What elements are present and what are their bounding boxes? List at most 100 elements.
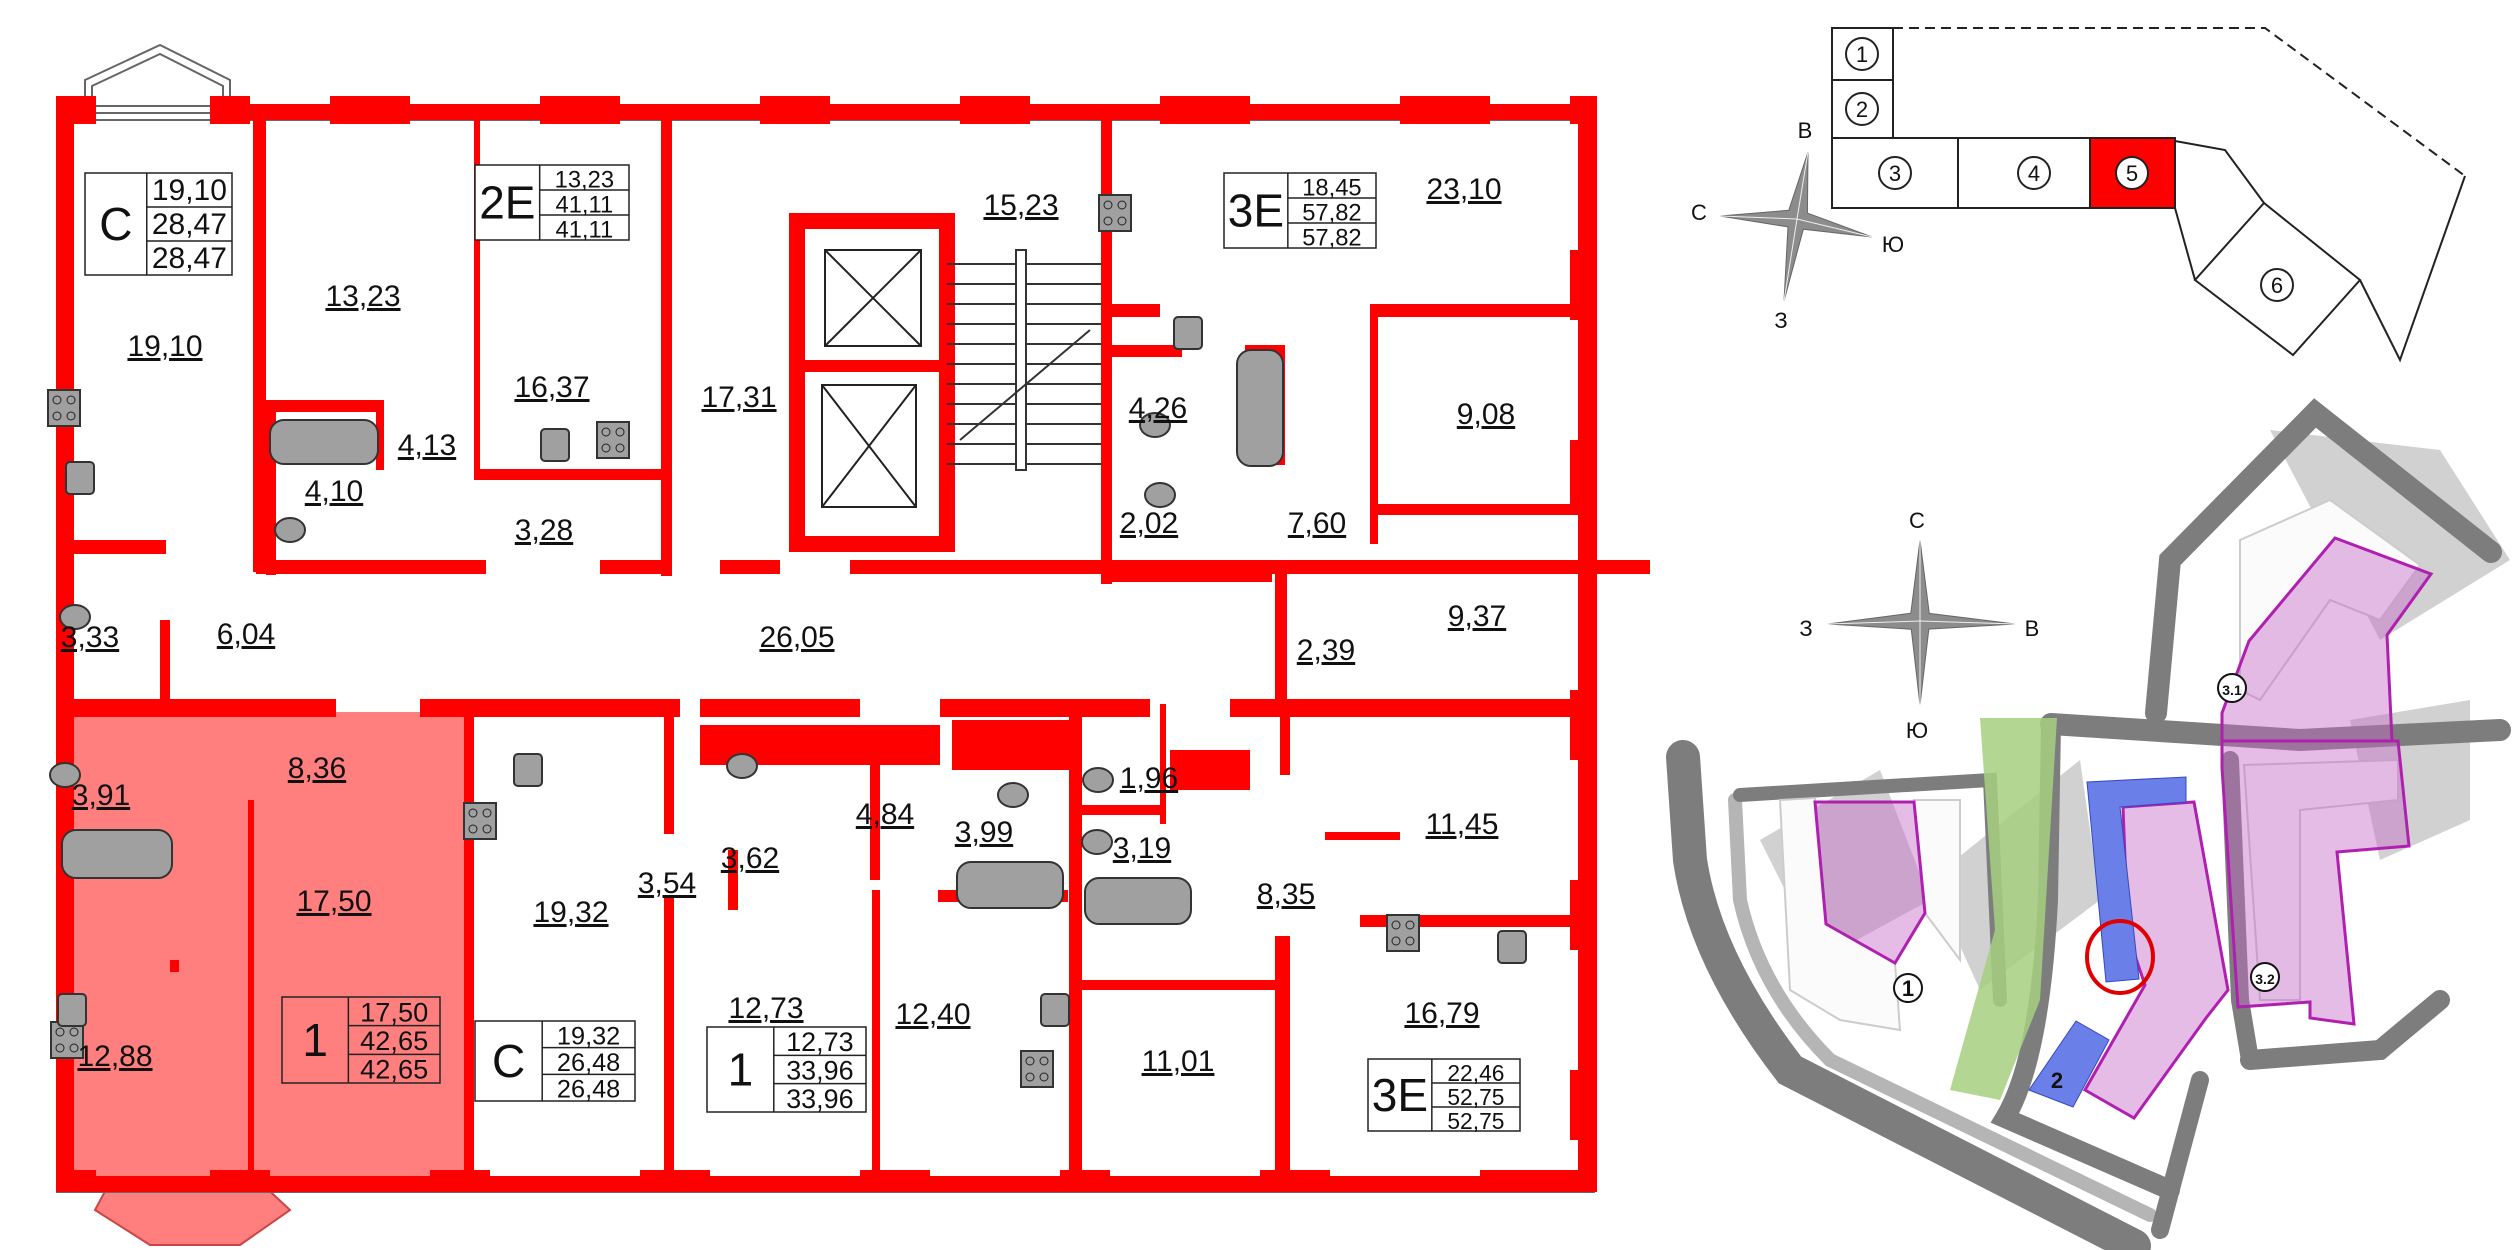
courtyards [1813,536,2434,1120]
wall-segment [1260,1170,1330,1192]
toilet-icon [59,604,91,630]
staircase [947,249,1101,471]
apartment-area-total: 42,65 [360,1025,428,1056]
section-1-label: 1 [1856,42,1868,67]
selected-apartment-highlight[interactable] [60,712,464,1246]
wall-segment [430,1170,490,1192]
room-area-label: 6,04 [217,618,275,651]
apartment-type: 1 [728,1044,754,1096]
wall-segment [1160,96,1250,124]
section-key-plan [1831,27,2466,363]
stove-icon [596,421,630,459]
room-area-label: 11,45 [1426,808,1499,841]
wall-segment [1275,568,1287,704]
room-area-label: 2,02 [1120,507,1178,540]
apartment-type: 2Е [479,177,535,229]
toilet-icon [1082,767,1114,793]
compass-site-west: З [1799,616,1812,641]
bathtub-icon [1236,349,1284,467]
wall-segment [960,96,1030,124]
apartment-area-total: 57,82 [1302,200,1361,227]
selected-building [2028,776,2187,1108]
wall-segment [248,800,254,1176]
room-area-label: 8,35 [1257,878,1315,911]
toilet-icon [1144,482,1176,508]
section-2-label: 2 [1856,97,1868,122]
wall-segment [952,720,1072,770]
wall-segment [760,96,830,124]
apartment-area-total-b: 28,47 [152,242,227,275]
elevator-shafts [789,213,955,552]
bathtub-icon [269,419,379,465]
room-area-label: 2,39 [1297,634,1355,667]
toilet-icon [1139,412,1171,438]
wall-segment [1230,699,1597,717]
apartment-area-living: 19,32 [557,1022,620,1050]
apartment-area-living: 13,23 [555,167,614,194]
apartment-area-total-b: 26,48 [557,1076,620,1104]
section-5-label: 5 [2126,161,2138,186]
wall-segment [1101,104,1112,584]
wall-segment [870,740,880,880]
compass-site-north: С [1909,508,1925,533]
apartment-type: С [492,1035,525,1087]
apartment-area-total: 33,96 [786,1056,853,1086]
section-4-box[interactable] [1957,137,2091,209]
wall-segment [266,400,276,575]
wall-segment [860,1170,930,1192]
apartment-area-total-b: 42,65 [360,1054,428,1085]
room-area-label: 19,10 [127,330,202,363]
site-building-3-1-label: 3.1 [2222,682,2242,698]
wall-segment [210,1170,270,1192]
site-plan-map: 1 2 3.1 3.2 [1666,398,2511,1250]
room-area-label: 13,23 [325,280,400,313]
room-area-label: 3,33 [61,621,119,654]
compass-rose-key-plan-icon [1719,151,1873,302]
sink-icon [1497,930,1527,964]
wall-segment [464,704,474,1192]
bathtub-icon [956,861,1064,909]
compass-key-south: З [1774,308,1787,333]
apartment-type: 1 [302,1014,328,1066]
room-area-label: 17,50 [296,885,371,918]
room-area-label: 3,91 [72,779,130,812]
stair-arrow [959,329,1091,441]
room-area-label: 3,54 [638,867,696,900]
room-area-label: 23,10 [1426,173,1501,206]
stove-icon [47,389,81,427]
sink-icon [540,428,570,462]
toilet-icon [49,762,81,788]
wall-segment [664,704,674,834]
room-area-label: 12,88 [77,1040,152,1073]
wall-segment [1112,568,1272,582]
apartment-area-total-b: 41,11 [556,217,614,244]
apartment-area-living: 12,73 [786,1027,853,1057]
wall-segment [266,400,376,412]
section-4-label: 4 [2028,161,2040,186]
wall-segment [1275,936,1290,1192]
sink-icon [513,753,543,787]
site-building-3-2-label: 3.2 [2255,971,2275,987]
apartment-type: 3Е [1228,185,1284,237]
compass-rose-site-plan-icon [1827,539,2016,706]
wall-segment [56,1170,96,1192]
sink-icon [1173,316,1203,350]
wall-segment [56,104,74,1192]
fixtures [47,194,1527,1088]
toilet-icon [997,782,1029,808]
wall-segment [330,96,410,124]
room-area-label: 4,10 [305,475,363,508]
wall-segment [940,699,1150,717]
wall-segment [376,400,384,470]
wall-segment [56,540,166,554]
